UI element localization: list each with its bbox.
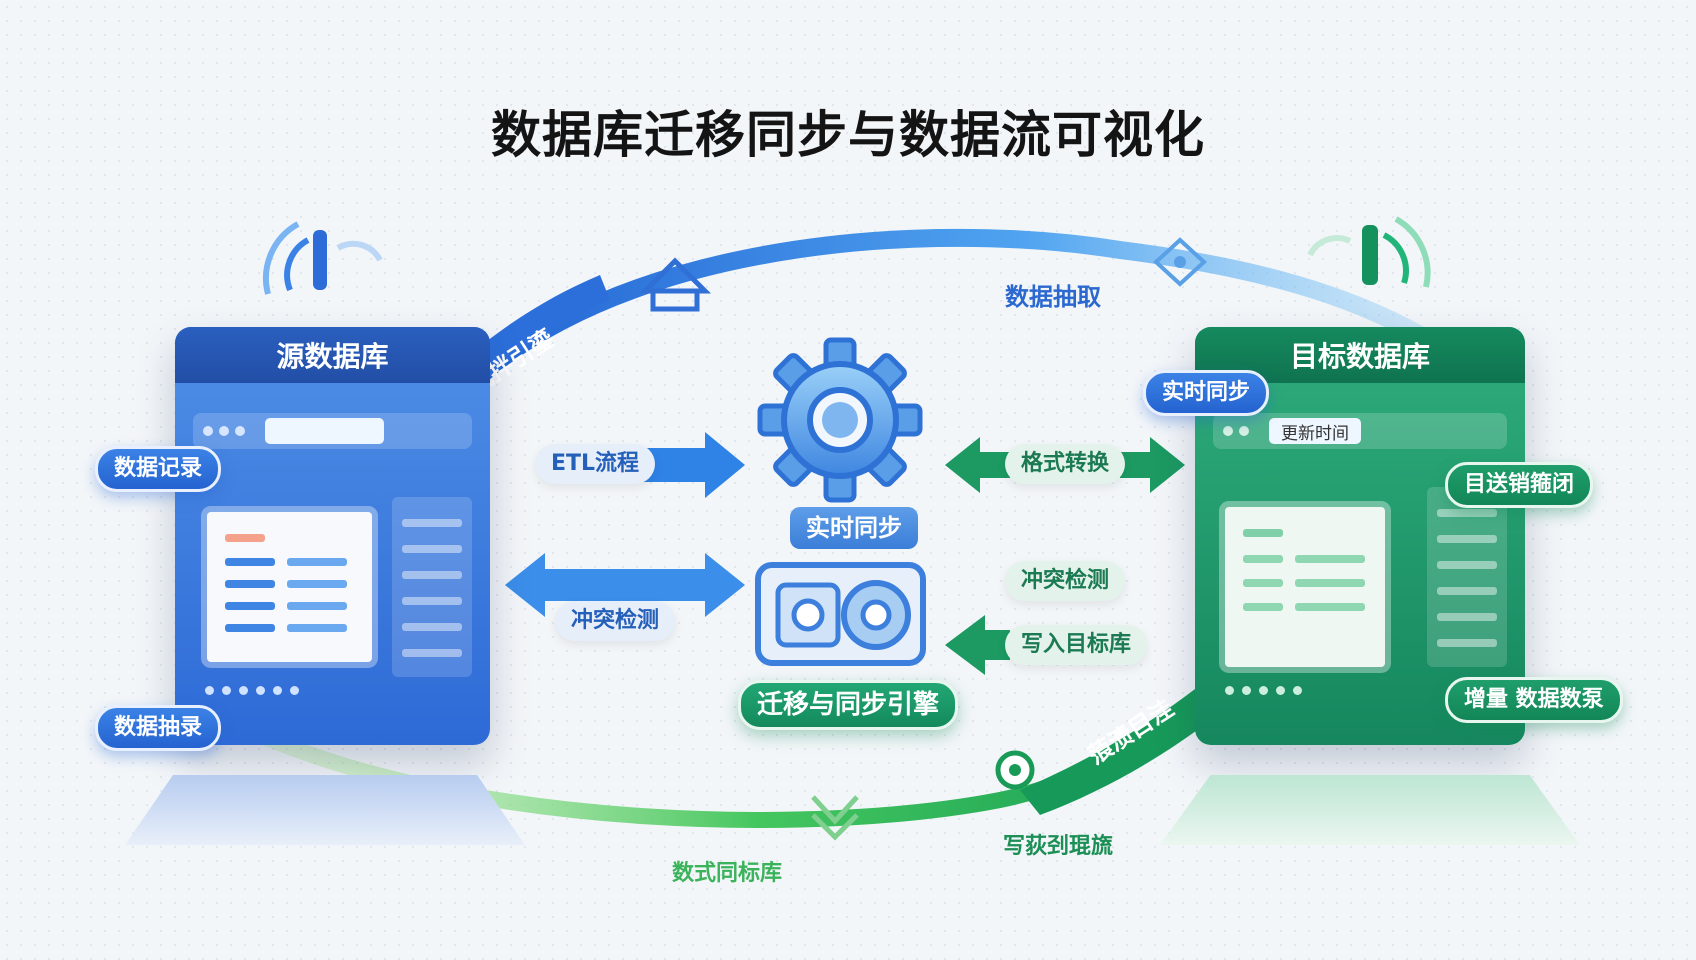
source-extract-label: 数据抽录 [95, 705, 222, 751]
target-top-right-label: 目送销箍闭 [1445, 462, 1594, 508]
conflict-left-arrow [505, 553, 745, 617]
source-toolbar [193, 413, 472, 449]
source-database-panel: 源数据库 [175, 327, 490, 745]
bottom-left-flow-label: 数式同标库 [672, 861, 783, 886]
target-status-dots [1225, 686, 1310, 695]
target-signal-icon [1307, 216, 1431, 288]
source-search-field[interactable] [265, 418, 384, 444]
source-database-base [125, 775, 525, 845]
engine-box-icon [755, 562, 926, 666]
source-status-dots [205, 686, 307, 695]
source-records-label: 数据记录 [95, 446, 222, 492]
source-data-screen [207, 512, 372, 662]
target-update-time-field[interactable]: 更新时间 [1269, 418, 1361, 444]
target-toolbar: 更新时间 [1213, 413, 1507, 449]
bottom-flow-node-icon [995, 750, 1035, 790]
conflict-detection-left-label: 冲突检测 [555, 601, 676, 641]
format-right-arrow [1120, 437, 1185, 493]
target-database-panel: 目标数据库 更新时间 [1195, 327, 1525, 745]
transfer-diamond-icon [1153, 237, 1207, 287]
target-database-title: 目标数据库 [1195, 327, 1525, 383]
top-arc-label: 数据抽取 [1005, 283, 1101, 311]
format-left-arrow [945, 437, 1010, 493]
engine-label: 迁移与同步引擎 [738, 680, 959, 730]
conflict-detection-right-label: 冲突检测 [1005, 561, 1126, 601]
write-arrow [945, 615, 1010, 675]
format-conversion-label: 格式转换 [1005, 444, 1126, 484]
bottom-arc-arrow-icon [811, 795, 859, 841]
write-target-label: 写入目标库 [1005, 625, 1148, 665]
bottom-right-flow-label: 写荻刭琨旒 [1003, 834, 1114, 859]
target-data-screen [1225, 507, 1385, 667]
source-database-title: 源数据库 [175, 327, 490, 383]
engine-gear-icon [757, 337, 923, 503]
target-side-panel [1427, 487, 1507, 667]
target-database-base [1160, 775, 1580, 845]
source-side-panel [392, 497, 472, 677]
target-realtime-label: 实时同步 [1143, 370, 1270, 416]
engine-realtime-banner: 实时同步 [790, 507, 918, 549]
etl-process-label: ETL流程 [535, 444, 656, 484]
page-title: 数据库迁移同步与数据流可视化 [491, 106, 1205, 164]
source-signal-icon [263, 221, 383, 295]
home-transfer-icon [638, 257, 712, 312]
target-incremental-label: 增量 数据数泵 [1445, 677, 1623, 723]
